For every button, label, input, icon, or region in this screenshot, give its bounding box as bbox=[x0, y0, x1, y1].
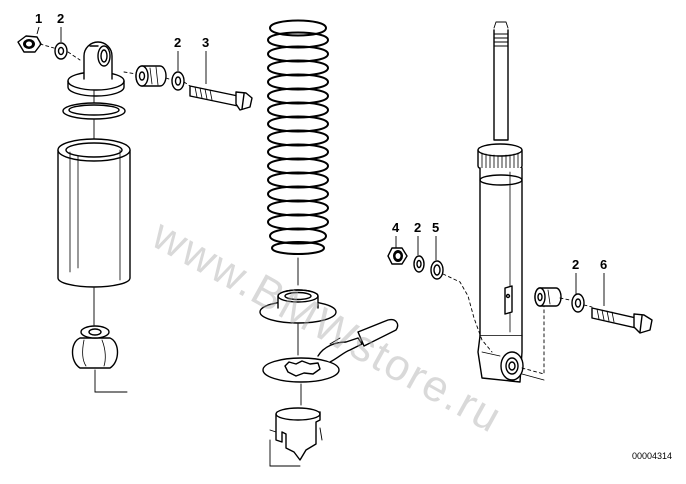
part-label-2: 2 bbox=[414, 220, 422, 235]
rubber-bushing bbox=[135, 65, 167, 87]
shock-absorber bbox=[477, 21, 524, 383]
part-label-2: 2 bbox=[57, 11, 65, 26]
part-label-5: 5 bbox=[432, 220, 440, 235]
bump-stop bbox=[71, 325, 119, 369]
washer-part-5 bbox=[430, 260, 444, 280]
retaining-clip bbox=[269, 407, 323, 461]
washer-part-2-right bbox=[571, 293, 585, 313]
upper-mount-eye bbox=[67, 41, 125, 97]
part-label-2: 2 bbox=[174, 35, 182, 50]
diagram-code: 00004314 bbox=[632, 451, 673, 461]
bolt-part-3 bbox=[189, 85, 253, 111]
bolt-part-6 bbox=[591, 307, 653, 334]
protective-tube bbox=[57, 138, 131, 288]
spring-wrench bbox=[317, 318, 399, 363]
part-label-3: 3 bbox=[202, 35, 210, 50]
hex-nut-part-4 bbox=[387, 247, 408, 265]
washer-part-2-top bbox=[171, 71, 185, 91]
washer-part-2-left bbox=[54, 42, 68, 60]
part-label-4: 4 bbox=[392, 220, 400, 235]
lock-plate bbox=[262, 357, 340, 383]
coil-spring bbox=[267, 19, 329, 255]
part-label-2: 2 bbox=[572, 257, 580, 272]
washer-part-2-mid bbox=[413, 255, 425, 273]
spring-seat bbox=[259, 289, 337, 324]
rubber-bushing-right bbox=[534, 287, 562, 307]
part-label-1: 1 bbox=[35, 11, 43, 26]
part-label-6: 6 bbox=[600, 257, 608, 272]
